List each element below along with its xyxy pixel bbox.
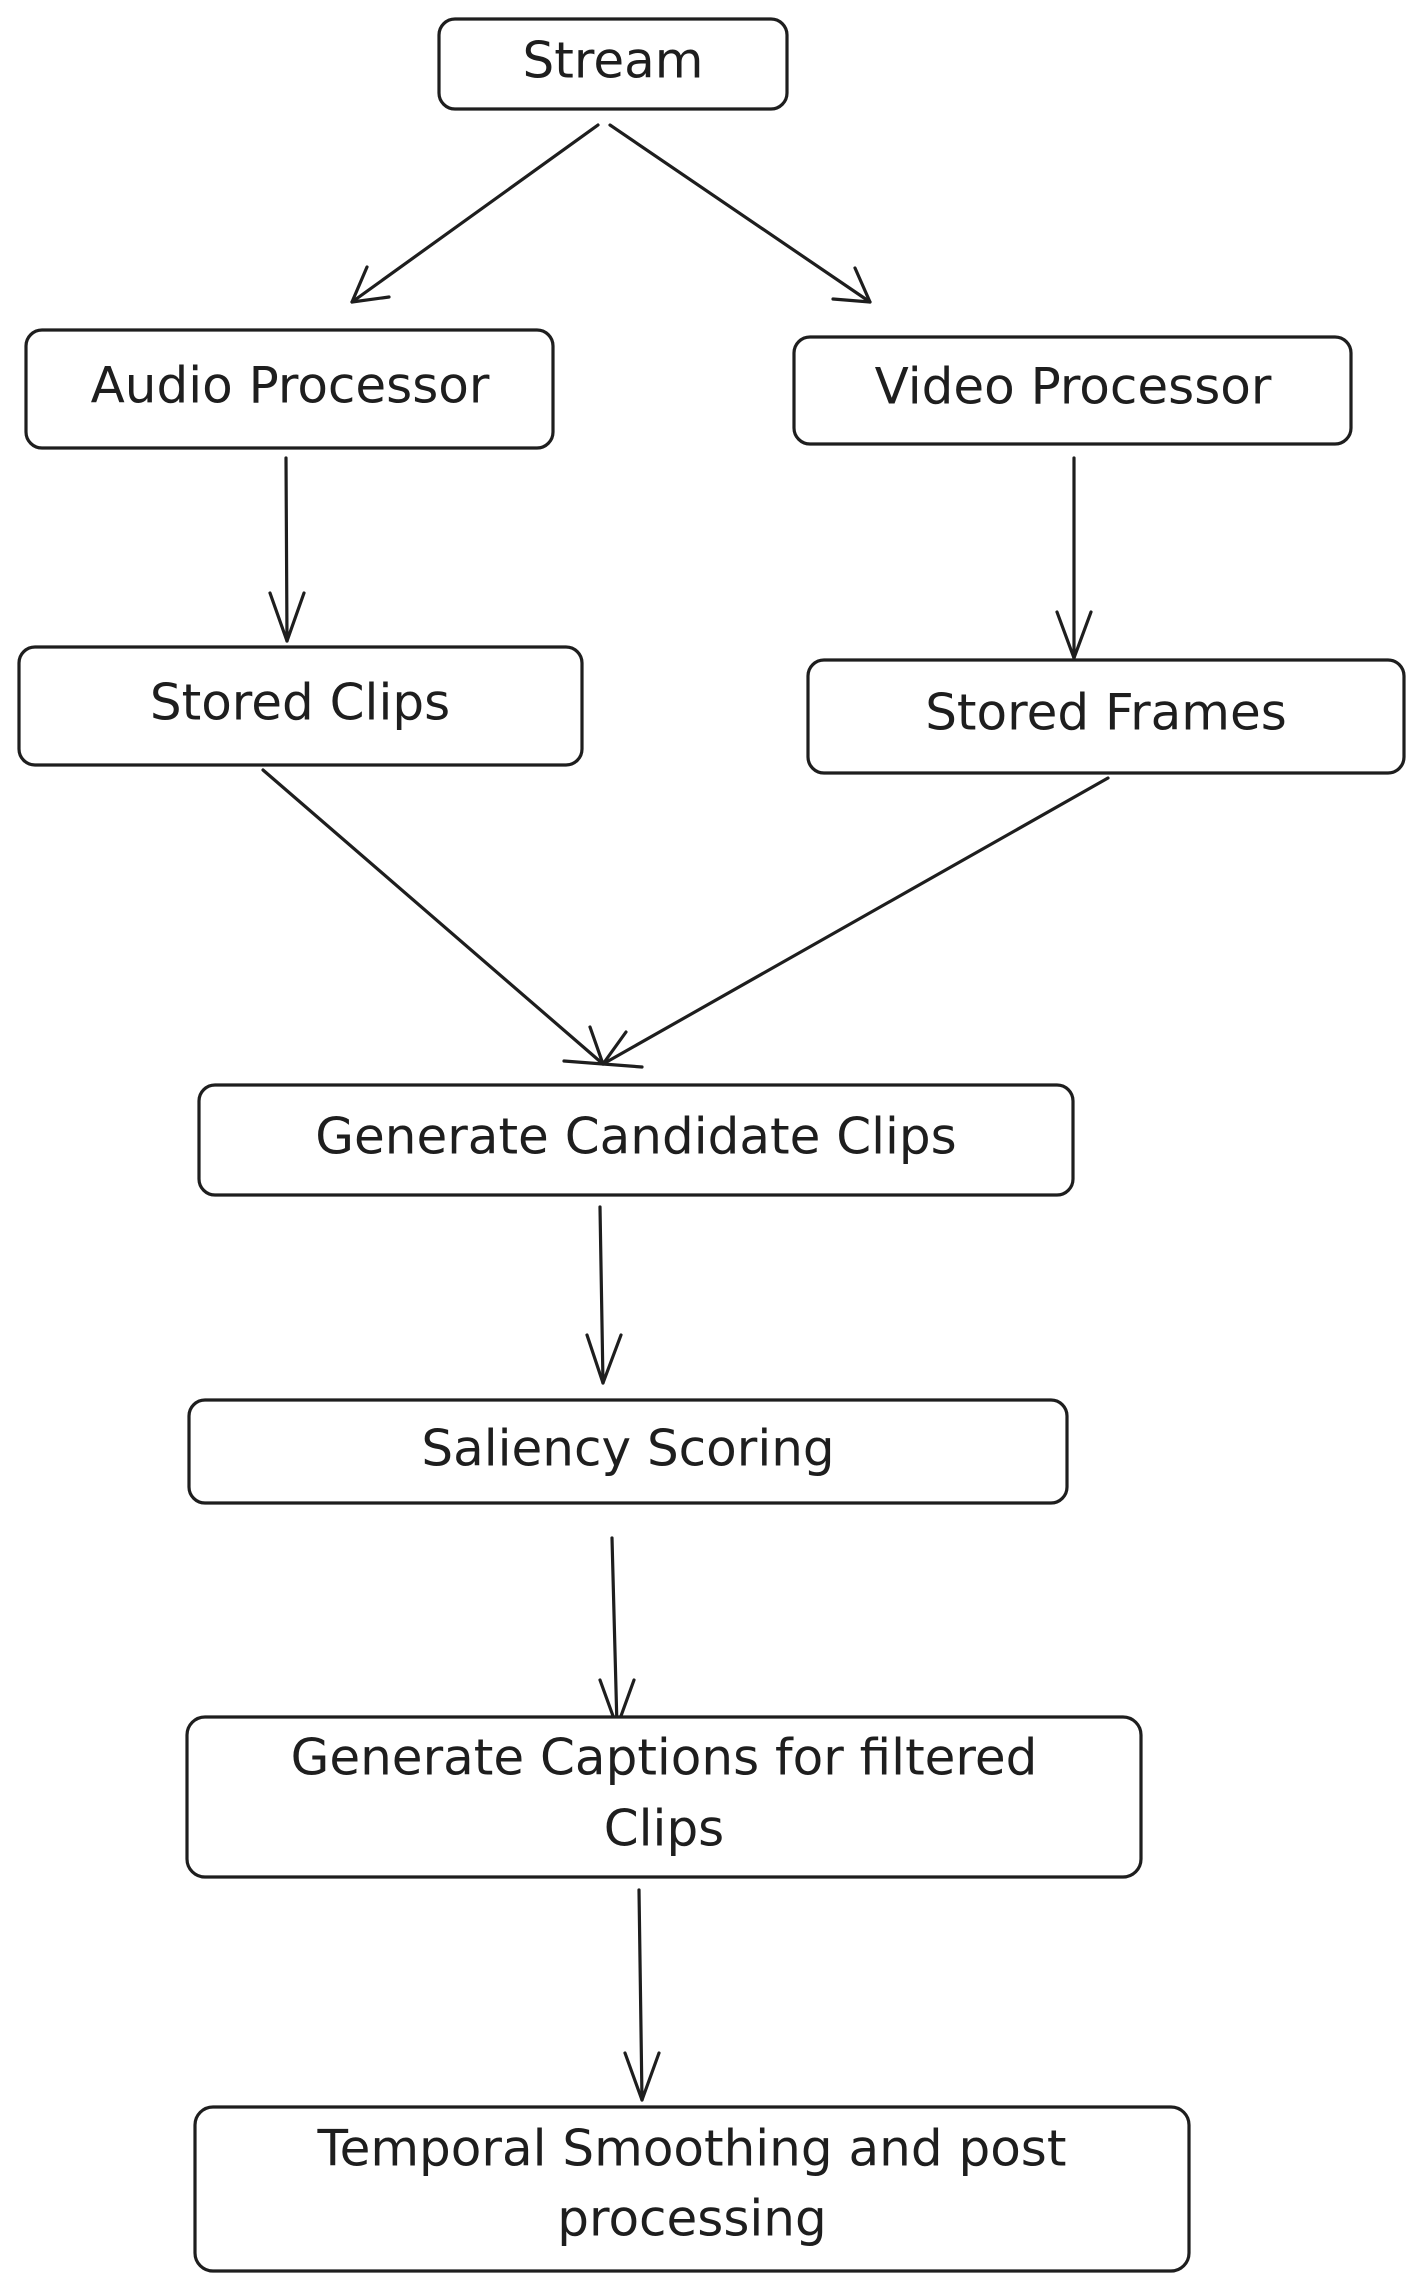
node-temporal-smoothing-label-line2: processing	[557, 2190, 826, 2248]
node-stored-clips-label: Stored Clips	[150, 674, 450, 732]
node-temporal-smoothing-label-line1: Temporal Smoothing and post	[317, 2120, 1067, 2178]
node-video-processor-label: Video Processor	[875, 358, 1272, 416]
node-saliency-scoring: Saliency Scoring	[187, 1398, 1069, 1505]
edge-stream-to-video-processor	[608, 123, 872, 304]
edge-video-processor-to-stored-frames	[1055, 456, 1093, 660]
edge-stored-clips-to-generate-candidate-clips	[261, 768, 605, 1066]
node-stored-clips: Stored Clips	[17, 645, 584, 767]
edge-audio-processor-to-stored-clips	[268, 456, 306, 643]
node-temporal-smoothing: Temporal Smoothing and post processing	[193, 2105, 1191, 2273]
node-generate-candidate-clips-label: Generate Candidate Clips	[315, 1108, 956, 1166]
node-generate-candidate-clips: Generate Candidate Clips	[197, 1083, 1075, 1197]
node-stored-frames-label: Stored Frames	[925, 684, 1287, 742]
node-generate-captions: Generate Captions for filtered Clips	[185, 1715, 1143, 1879]
edge-generate-candidate-clips-to-saliency-scoring	[585, 1205, 623, 1385]
node-stream-label: Stream	[523, 32, 704, 90]
node-stream: Stream	[437, 17, 789, 111]
node-video-processor: Video Processor	[792, 335, 1353, 446]
node-generate-captions-label-line2: Clips	[604, 1800, 724, 1858]
node-audio-processor-label: Audio Processor	[91, 357, 490, 415]
node-saliency-scoring-label: Saliency Scoring	[421, 1420, 834, 1478]
edge-saliency-scoring-to-generate-captions	[598, 1536, 636, 1729]
edge-generate-captions-to-temporal-smoothing	[623, 1888, 661, 2102]
edge-stream-to-audio-processor	[350, 123, 600, 304]
node-audio-processor: Audio Processor	[24, 328, 555, 450]
node-generate-captions-label-line1: Generate Captions for filtered	[291, 1729, 1038, 1787]
node-stored-frames: Stored Frames	[806, 658, 1406, 775]
edge-stored-frames-to-generate-candidate-clips	[601, 776, 1110, 1069]
